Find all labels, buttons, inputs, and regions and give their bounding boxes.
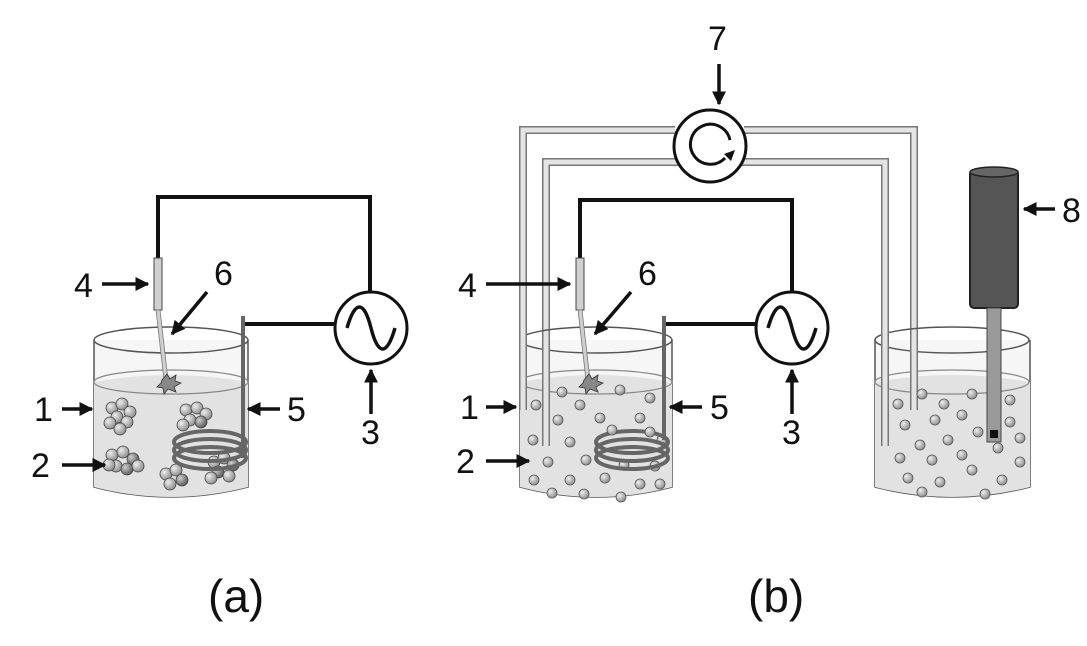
circuit-wire (578, 198, 794, 326)
coil-electrode (172, 316, 248, 471)
label-arrows (486, 64, 1055, 468)
particle-cluster (102, 445, 145, 476)
label-5: 5 (287, 391, 306, 429)
reservoir-beaker (874, 326, 1031, 498)
ac-source (754, 290, 830, 366)
coil-electrode (594, 316, 670, 471)
rotation-arrow-icon (724, 150, 735, 161)
label-2: 2 (456, 443, 475, 481)
label-6: 6 (214, 255, 233, 293)
panel-b: 4 6 1 2 5 3 7 8 (b) (456, 20, 1081, 622)
label-4: 4 (458, 267, 477, 305)
ac-source (333, 290, 409, 366)
liquid (520, 375, 672, 497)
caption-b: (b) (748, 570, 804, 622)
label-1: 1 (34, 391, 53, 429)
label-8: 8 (1062, 192, 1081, 230)
panel-a: 4 6 1 2 5 3 (a) (31, 195, 409, 622)
label-6: 6 (638, 255, 657, 293)
caption-a: (a) (208, 570, 264, 622)
dispersed-particles (527, 384, 668, 503)
circuit-wire (156, 195, 372, 326)
label-2: 2 (31, 447, 50, 485)
particle-cluster (176, 401, 213, 432)
measurement-probe (969, 166, 1019, 443)
dispersed-particles (892, 388, 1026, 500)
label-4: 4 (74, 267, 93, 305)
label-arrows (62, 277, 378, 472)
particle-cluster (159, 463, 189, 491)
particle-cluster (103, 397, 137, 436)
label-3: 3 (361, 414, 380, 452)
circulation-pump (672, 108, 748, 184)
tube-inlets (519, 332, 550, 446)
label-1: 1 (460, 389, 479, 427)
plasma-discharge (156, 373, 182, 395)
label-5: 5 (710, 389, 729, 427)
label-3: 3 (782, 414, 801, 452)
plasma-discharge (578, 373, 604, 395)
label-7: 7 (708, 20, 727, 58)
